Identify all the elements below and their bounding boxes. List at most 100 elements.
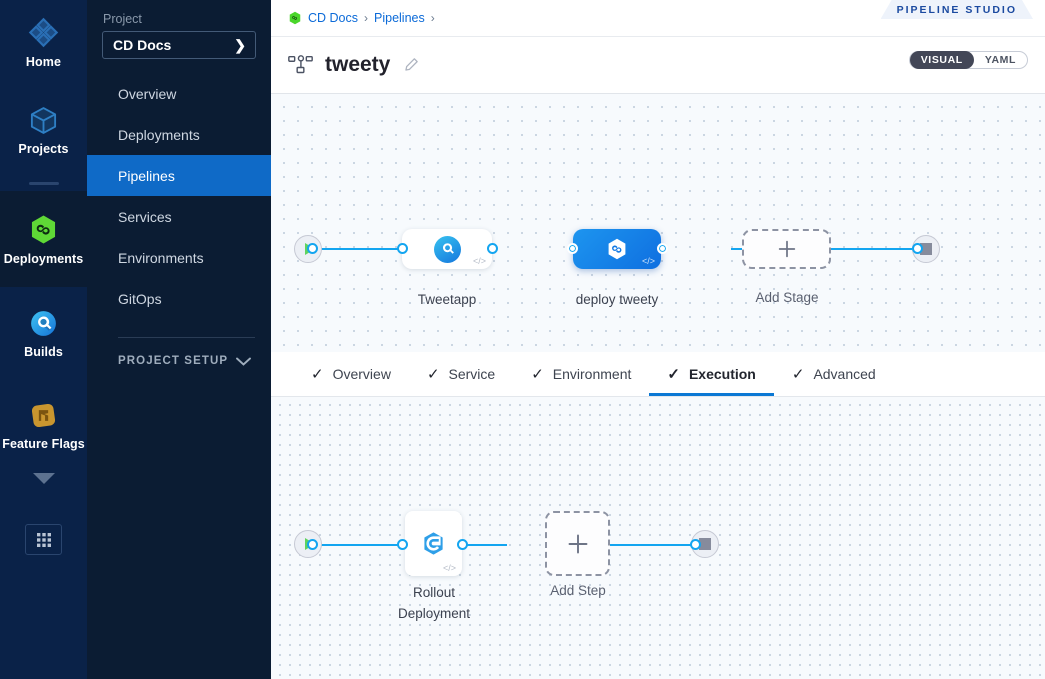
check-icon: ✓ (311, 365, 324, 383)
code-badge: </> (442, 563, 456, 573)
step1-input-port[interactable] (397, 539, 408, 550)
sidebar-item-pipelines[interactable]: Pipelines (87, 155, 271, 196)
stage-canvas[interactable]: </> Tweetapp </> deploy tweety (271, 94, 1045, 352)
tab-label: Overview (332, 366, 391, 382)
sidebar-item-environments[interactable]: Environments (87, 237, 271, 278)
sidebar-item-deployments[interactable]: Deployments (87, 114, 271, 155)
rail-item-label: Feature Flags (2, 436, 85, 451)
rail-bottom-section (0, 518, 87, 679)
project-setup-section[interactable]: PROJECT SETUP (87, 338, 271, 367)
step-node-rollout-deployment[interactable]: </> (405, 511, 462, 576)
code-badge: </> (641, 256, 655, 266)
step1-output-port[interactable] (457, 539, 468, 550)
check-icon: ✓ (531, 365, 544, 383)
page-title: tweety (325, 53, 391, 76)
breadcrumb-link-cd-docs[interactable]: CD Docs (308, 11, 359, 25)
tab-label: Execution (688, 366, 756, 382)
pipeline-title-bar: tweety VISUAL YAML (271, 36, 1045, 94)
stage2-input-port[interactable] (567, 243, 578, 254)
edge-start-to-step1 (307, 544, 407, 546)
project-hexagon-icon (289, 11, 301, 25)
plus-icon (778, 240, 795, 258)
breadcrumb: CD Docs › Pipelines › (271, 0, 1045, 36)
toggle-option-visual[interactable]: VISUAL (909, 51, 974, 69)
add-stage-caption: Add Stage (755, 290, 819, 305)
stage2-output-port[interactable] (657, 243, 668, 254)
add-stage-node[interactable] (742, 229, 831, 269)
edge-start-to-stage1 (307, 248, 407, 250)
tab-environment[interactable]: ✓ Environment (513, 352, 649, 396)
stage-tabs: ✓ Overview ✓ Service ✓ Environment ✓ Exe… (271, 352, 1045, 396)
add-step-caption: Add Step (550, 583, 606, 598)
start-port[interactable] (307, 243, 318, 254)
start-port[interactable] (307, 539, 318, 550)
cube-icon (30, 106, 57, 134)
end-port[interactable] (912, 243, 923, 254)
sidebar-item-services[interactable]: Services (87, 196, 271, 237)
ci-build-icon (433, 235, 461, 263)
rail-item-home[interactable]: Home (0, 0, 87, 84)
caret-down-icon[interactable] (32, 473, 55, 484)
rolling-deployment-icon (424, 532, 443, 555)
rail-divider (28, 182, 59, 185)
stage1-input-port[interactable] (397, 243, 408, 254)
step-caption-line1: Rollout (412, 585, 456, 600)
tab-label: Service (448, 366, 496, 382)
stop-icon (920, 243, 932, 255)
breadcrumb-separator: › (364, 11, 369, 25)
tab-service[interactable]: ✓ Service (409, 352, 513, 396)
sidebar-nav-list: Overview Deployments Pipelines Services … (87, 73, 271, 319)
rail-item-label: Builds (24, 344, 63, 359)
rail-item-feature-flags[interactable]: Feature Flags (0, 379, 87, 471)
tab-execution[interactable]: ✓ Execution (649, 352, 775, 396)
tab-advanced[interactable]: ✓ Advanced (774, 352, 894, 396)
grid-apps-button[interactable] (25, 524, 62, 555)
stage-node-deploy-tweety[interactable]: </> (573, 229, 661, 269)
breadcrumb-separator: › (430, 11, 435, 25)
breadcrumb-link-pipelines[interactable]: Pipelines (374, 11, 425, 25)
sidebar-item-label: Overview (118, 85, 177, 102)
grid-apps-icon (36, 532, 51, 547)
pipeline-hierarchy-icon (288, 55, 313, 74)
tab-overview[interactable]: ✓ Overview (293, 352, 409, 396)
chevron-down-icon (236, 357, 251, 366)
stage1-output-port[interactable] (487, 243, 498, 254)
code-badge: </> (472, 256, 486, 266)
tab-label: Advanced (813, 366, 876, 382)
check-icon: ✓ (667, 365, 680, 383)
harness-cd-hexagon-icon (31, 215, 56, 244)
sidebar-item-label: Pipelines (118, 167, 175, 184)
step-node-caption: Rollout Deployment (373, 582, 495, 624)
rail-item-projects[interactable]: Projects (0, 84, 87, 176)
feature-flags-icon (31, 403, 56, 427)
project-selector[interactable]: CD Docs ❯ (102, 31, 256, 59)
step-caption-line2: Deployment (397, 606, 471, 621)
pencil-edit-icon[interactable] (403, 57, 419, 73)
primary-nav-rail: Home Projects Deployments (0, 0, 87, 679)
check-icon: ✓ (791, 365, 805, 383)
edge-addstep-to-end (571, 544, 699, 546)
stage-node-tweetapp[interactable]: </> (402, 229, 492, 269)
rail-item-builds[interactable]: Builds (0, 287, 87, 379)
project-sidebar: Project CD Docs ❯ Overview Deployments P… (87, 0, 271, 679)
stage-node-caption: deploy tweety (575, 292, 659, 307)
stop-icon (699, 538, 711, 550)
pipeline-studio-tab[interactable]: PIPELINE STUDIO (881, 0, 1033, 19)
view-mode-toggle[interactable]: VISUAL YAML (908, 51, 1028, 69)
sidebar-item-label: Environments (118, 249, 204, 266)
sidebar-item-gitops[interactable]: GitOps (87, 278, 271, 319)
stage-node-caption: Tweetapp (417, 292, 477, 307)
add-step-node[interactable] (545, 511, 610, 576)
rail-item-deployments[interactable]: Deployments (0, 191, 87, 287)
sidebar-divider (118, 337, 255, 338)
sidebar-item-label: Services (118, 208, 172, 225)
rail-item-label: Home (25, 54, 62, 69)
sidebar-item-overview[interactable]: Overview (87, 73, 271, 114)
execution-step-canvas[interactable]: </> Rollout Deployment Add Step (271, 396, 1045, 679)
rail-item-label: Deployments (3, 251, 84, 266)
toggle-option-yaml[interactable]: YAML (984, 54, 1016, 66)
sidebar-item-label: Deployments (118, 126, 200, 143)
check-icon: ✓ (426, 365, 440, 383)
end-port[interactable] (690, 539, 701, 550)
